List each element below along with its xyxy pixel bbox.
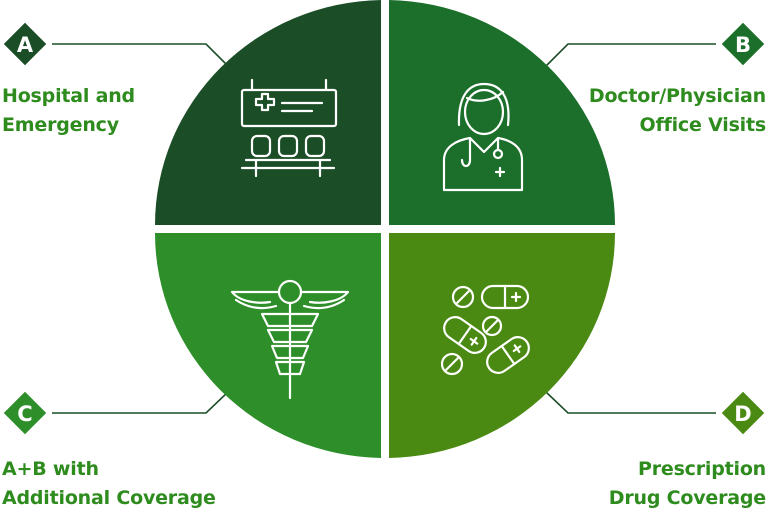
- connector-d: [545, 391, 716, 414]
- quadrant-c: [155, 233, 381, 458]
- label-part-a: Hospital and Emergency: [2, 82, 135, 140]
- connector-lines: [52, 43, 716, 414]
- label-part-d-line2: Drug Coverage: [608, 487, 766, 509]
- quadrant-a: [155, 0, 381, 225]
- badge-b: B: [721, 22, 765, 66]
- label-part-d: Prescription Drug Coverage: [609, 455, 766, 513]
- label-part-d-line1: Prescription: [637, 458, 766, 480]
- caduceus-icon: [230, 279, 350, 400]
- hospital-waiting-room-icon: [240, 78, 338, 178]
- badge-letter-b: B: [735, 33, 751, 57]
- label-part-c: A+B with Additional Coverage: [2, 455, 216, 513]
- badge-d: D: [721, 391, 765, 435]
- label-part-b: Doctor/Physician Office Visits: [589, 82, 766, 140]
- badge-c: C: [3, 391, 47, 435]
- badge-letter-d: D: [734, 402, 751, 426]
- label-part-a-line2: Emergency: [2, 114, 119, 136]
- badge-letter-c: C: [17, 402, 32, 426]
- badge-a: A: [3, 22, 47, 66]
- label-part-b-line2: Office Visits: [639, 114, 767, 136]
- connector-a: [52, 43, 229, 67]
- doctor-icon: [442, 82, 524, 192]
- label-part-b-line1: Doctor/Physician: [588, 85, 766, 107]
- label-part-a-line1: Hospital and: [2, 85, 135, 107]
- connector-c: [52, 391, 229, 414]
- label-part-c-line1: A+B with: [2, 458, 99, 480]
- badge-letter-a: A: [17, 33, 34, 57]
- pills-icon: [440, 284, 530, 376]
- connector-b: [545, 43, 716, 67]
- label-part-c-line2: Additional Coverage: [2, 487, 216, 509]
